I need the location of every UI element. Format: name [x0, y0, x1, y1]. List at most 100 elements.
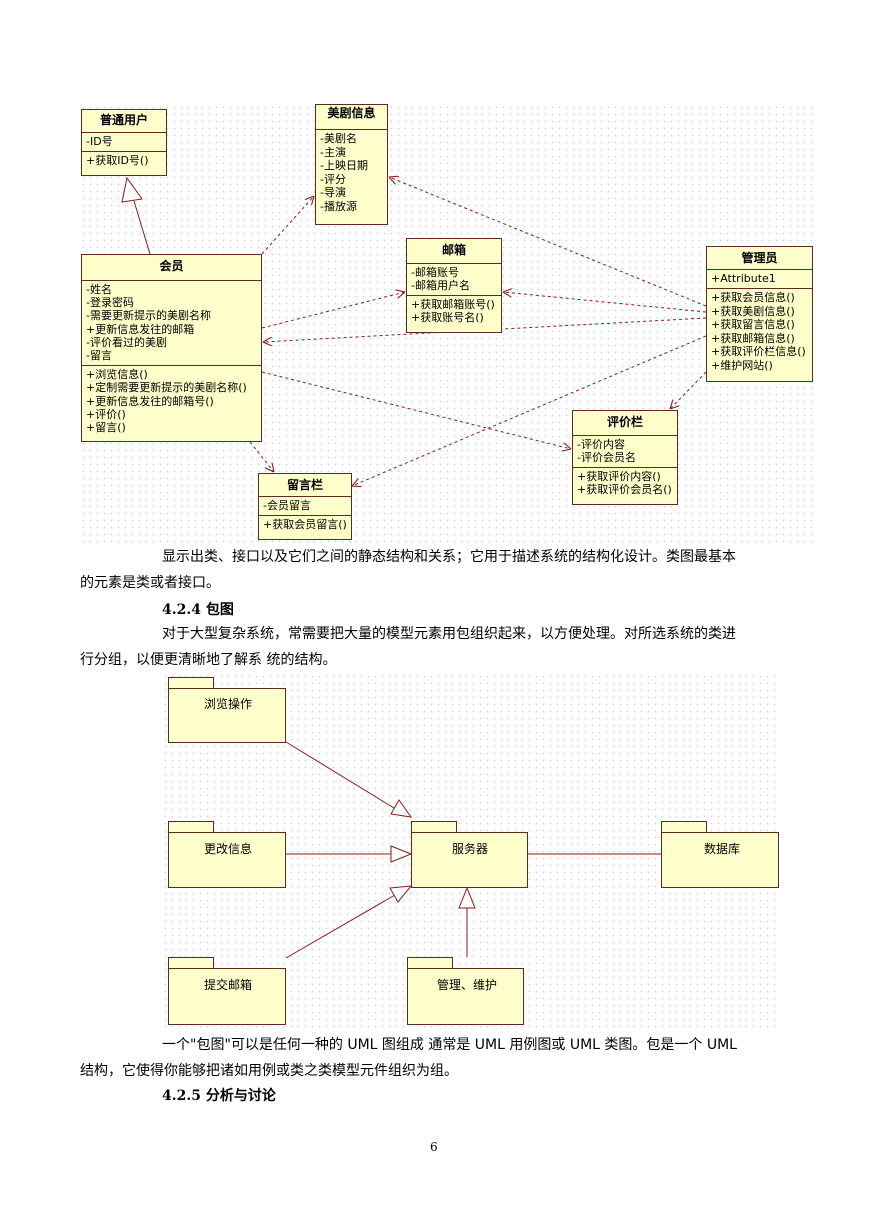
class-operations: +浏览信息() +定制需要更新提示的美剧名称() +更新信息发往的邮箱号() +… [82, 365, 261, 437]
arrowhead [390, 845, 413, 863]
operation: +浏览信息() [86, 368, 148, 382]
paragraph-line: 的元素是类或者接口。 [80, 575, 220, 591]
attribute: -美剧名 [320, 132, 357, 145]
dep-admin-message [352, 335, 707, 486]
class-attributes: -评价内容 -评价会员名 [573, 435, 677, 467]
class-admin: 管理员 +Attribute1 +获取会员信息() +获取美剧信息() +获取留… [706, 246, 813, 382]
class-attributes: -邮箱账号 -邮箱用户名 [407, 263, 501, 295]
arrowhead [390, 799, 413, 818]
operation: +获取评价会员名() [577, 483, 672, 496]
attribute: -播放源 [320, 199, 357, 213]
operation: +维护网站() [711, 358, 773, 372]
class-attributes: -会员留言 [259, 496, 351, 515]
class-name: 邮箱 [441, 243, 466, 257]
operation: +获取会员信息() [711, 291, 795, 304]
package-server: 服务器 [411, 832, 528, 888]
package-label: 提交邮箱 [204, 978, 253, 992]
package-label: 管理、维护 [437, 978, 498, 992]
paragraph-line: 对于大型复杂系统，常需要把大量的模型元素用包组织起来，以方便处理。对所选系统的类… [162, 626, 736, 642]
attribute: -评价会员名 [577, 451, 636, 464]
operation: +获取评价栏信息() [711, 345, 806, 358]
class-name: 留言栏 [286, 478, 323, 492]
arrowhead [389, 885, 413, 903]
package-browse: 浏览操作 [168, 688, 286, 743]
package-label: 数据库 [704, 842, 741, 856]
attribute: +更新信息发往的邮箱 [86, 322, 195, 336]
attribute: -邮箱用户名 [411, 279, 470, 292]
dep-admin-member [263, 317, 707, 342]
class-operations: +获取评价内容() +获取评价会员名() [573, 467, 677, 499]
class-operations: +获取会员留言() [259, 515, 351, 534]
attribute: -会员留言 [263, 499, 311, 512]
package-database: 数据库 [661, 832, 779, 888]
attribute: +Attribute1 [711, 272, 776, 285]
section-heading: 4.2.5 分析与讨论 [162, 1088, 276, 1104]
class-attributes: -姓名 -登录密码 -需要更新提示的美剧名称 +更新信息发往的邮箱 -评价看过的… [82, 280, 261, 365]
dep-browse-server [285, 741, 395, 809]
page-number: 6 [430, 1140, 438, 1154]
attribute: -主演 [320, 145, 346, 159]
class-mailbox: 邮箱 -邮箱账号 -邮箱用户名 +获取邮箱账号() +获取账号名() [406, 238, 502, 333]
package-modify: 更改信息 [168, 832, 286, 888]
attribute: -评价看过的美剧 [86, 335, 167, 349]
dep-member-mailbox [261, 292, 405, 329]
paragraph-line: 结构，它使得你能够把诸如用例或类之类模型元件组织为组。 [80, 1063, 458, 1079]
operation: +更新信息发往的邮箱号() [86, 394, 214, 408]
operation: +获取美剧信息() [711, 304, 795, 318]
dep-admin-comment [670, 371, 707, 409]
operation: +定制需要更新提示的美剧名称() [86, 381, 247, 395]
attribute: -ID号 [86, 135, 113, 148]
class-member: 会员 -姓名 -登录密码 -需要更新提示的美剧名称 +更新信息发往的邮箱 -评价… [81, 254, 262, 442]
attribute: -姓名 [86, 283, 112, 296]
class-drama-info: 美剧信息 -美剧名 -主演 -上映日期 -评分 -导演 -播放源 [315, 104, 388, 225]
attribute: -导演 [320, 186, 346, 199]
attribute: -上映日期 [320, 159, 368, 172]
paragraph-line: 行分组，以便更清晰地了解系 统的结构。 [80, 652, 337, 668]
package-label: 服务器 [452, 842, 489, 856]
class-name: 评价栏 [606, 415, 643, 429]
operation: +获取留言信息() [711, 318, 795, 331]
class-comment-bar: 评价栏 -评价内容 -评价会员名 +获取评价内容() +获取评价会员名() [572, 410, 678, 505]
attribute: -评价内容 [577, 438, 625, 451]
section-heading: 4.2.4 包图 [162, 602, 234, 618]
dep-member-drama [261, 196, 314, 255]
arrowhead [458, 886, 476, 909]
package-label: 更改信息 [204, 842, 253, 856]
inheritance-line [133, 200, 151, 255]
class-message-bar: 留言栏 -会员留言 +获取会员留言() [258, 473, 352, 540]
paragraph-line: 显示出类、接口以及它们之间的静态结构和关系；它用于描述系统的结构化设计。类图最基… [162, 549, 736, 565]
operation: +评价() [86, 407, 126, 421]
dep-admin-mailbox [503, 292, 707, 313]
attribute: -需要更新提示的美剧名称 [86, 309, 211, 323]
class-attributes: -ID号 [82, 132, 166, 151]
operation: +获取邮箱账号() [411, 298, 495, 311]
attribute: -邮箱账号 [411, 266, 459, 279]
class-name: 会员 [159, 259, 184, 273]
paragraph-line: 一个"包图"可以是任何一种的 UML 图组成 通常是 UML 用例图或 UML … [162, 1037, 737, 1053]
operation: +获取会员留言() [263, 518, 347, 531]
attribute: -登录密码 [86, 296, 134, 310]
package-manage: 管理、维护 [407, 968, 524, 1025]
operation: +获取评价内容() [577, 470, 661, 483]
class-attributes: +Attribute1 [707, 269, 812, 288]
class-operations: +获取邮箱账号() +获取账号名() [407, 295, 501, 327]
class-attributes: -美剧名 -主演 -上映日期 -评分 -导演 -播放源 [316, 129, 387, 216]
operation: +获取账号名() [411, 311, 484, 324]
package-submit-mail: 提交邮箱 [168, 968, 286, 1025]
class-operations: +获取会员信息() +获取美剧信息() +获取留言信息() +获取邮箱信息() … [707, 288, 812, 375]
dep-member-comment [261, 371, 571, 449]
dep-submit-server [285, 894, 396, 959]
attribute: -留言 [86, 349, 112, 363]
operation: +获取ID号() [86, 154, 149, 167]
attribute: -评分 [320, 172, 346, 186]
class-normal-user: 普通用户 -ID号 +获取ID号() [81, 109, 167, 176]
operation: +留言() [86, 421, 126, 435]
class-name: 美剧信息 [327, 106, 376, 120]
class-operations: +获取ID号() [82, 151, 166, 170]
package-label: 浏览操作 [204, 697, 253, 711]
operation: +获取邮箱信息() [711, 331, 795, 345]
class-name: 普通用户 [99, 113, 148, 127]
